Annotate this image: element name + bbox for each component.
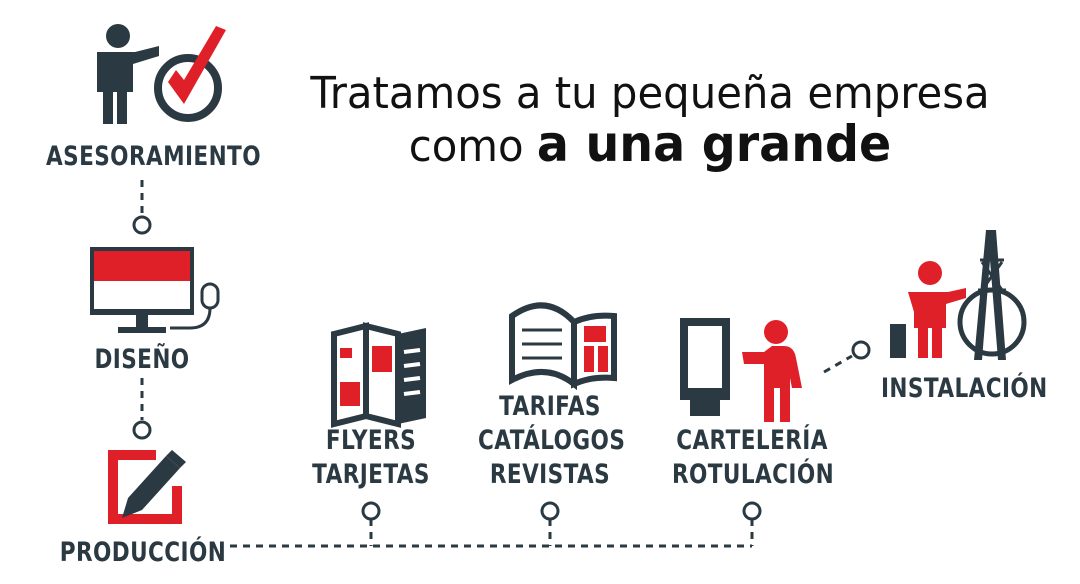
trifold-brochure-icon	[331, 322, 426, 428]
pencil-frame-icon	[108, 450, 186, 524]
label-flyers-line-2: TARJETAS	[312, 458, 430, 490]
connector-lines	[140, 180, 853, 548]
label-tarifas-line-2: CATÁLOGOS	[478, 424, 626, 456]
label-instalacion: INSTALACIÓN	[881, 373, 1048, 404]
label-carteleria: CARTELERÍA ROTULACIÓN	[672, 424, 835, 492]
monitor-mouse-icon	[90, 247, 220, 333]
label-tarifas-line-1: TARIFAS	[499, 391, 601, 422]
billboard-person-icon	[680, 318, 802, 422]
label-flyers: FLYERS TARJETAS	[311, 424, 431, 492]
connector-nodes	[132, 215, 871, 521]
presenter-checkmark-icon	[97, 24, 226, 124]
installer-antenna-icon	[890, 230, 1027, 360]
headline-bold: a una grande	[536, 115, 892, 174]
label-asesoramiento: ASESORAMIENTO	[46, 141, 261, 172]
headline-plain: como	[408, 121, 524, 173]
label-diseno: DISEÑO	[94, 344, 190, 375]
headline-line-2: como a una grande	[289, 118, 1011, 171]
label-tarifas-line-3: REVISTAS	[489, 458, 611, 490]
label-carteleria-line-1: CARTELERÍA	[676, 425, 828, 456]
headline: Tratamos a tu pequeña empresa como a una…	[270, 68, 1030, 171]
label-tarifas: TARIFAS CATÁLOGOS REVISTAS	[478, 390, 626, 491]
label-carteleria-line-2: ROTULACIÓN	[672, 458, 835, 490]
open-catalog-icon	[509, 302, 617, 391]
label-produccion: PRODUCCIÓN	[59, 537, 227, 568]
label-flyers-line-1: FLYERS	[325, 425, 417, 456]
headline-line-1: Tratamos a tu pequeña empresa	[310, 68, 990, 119]
